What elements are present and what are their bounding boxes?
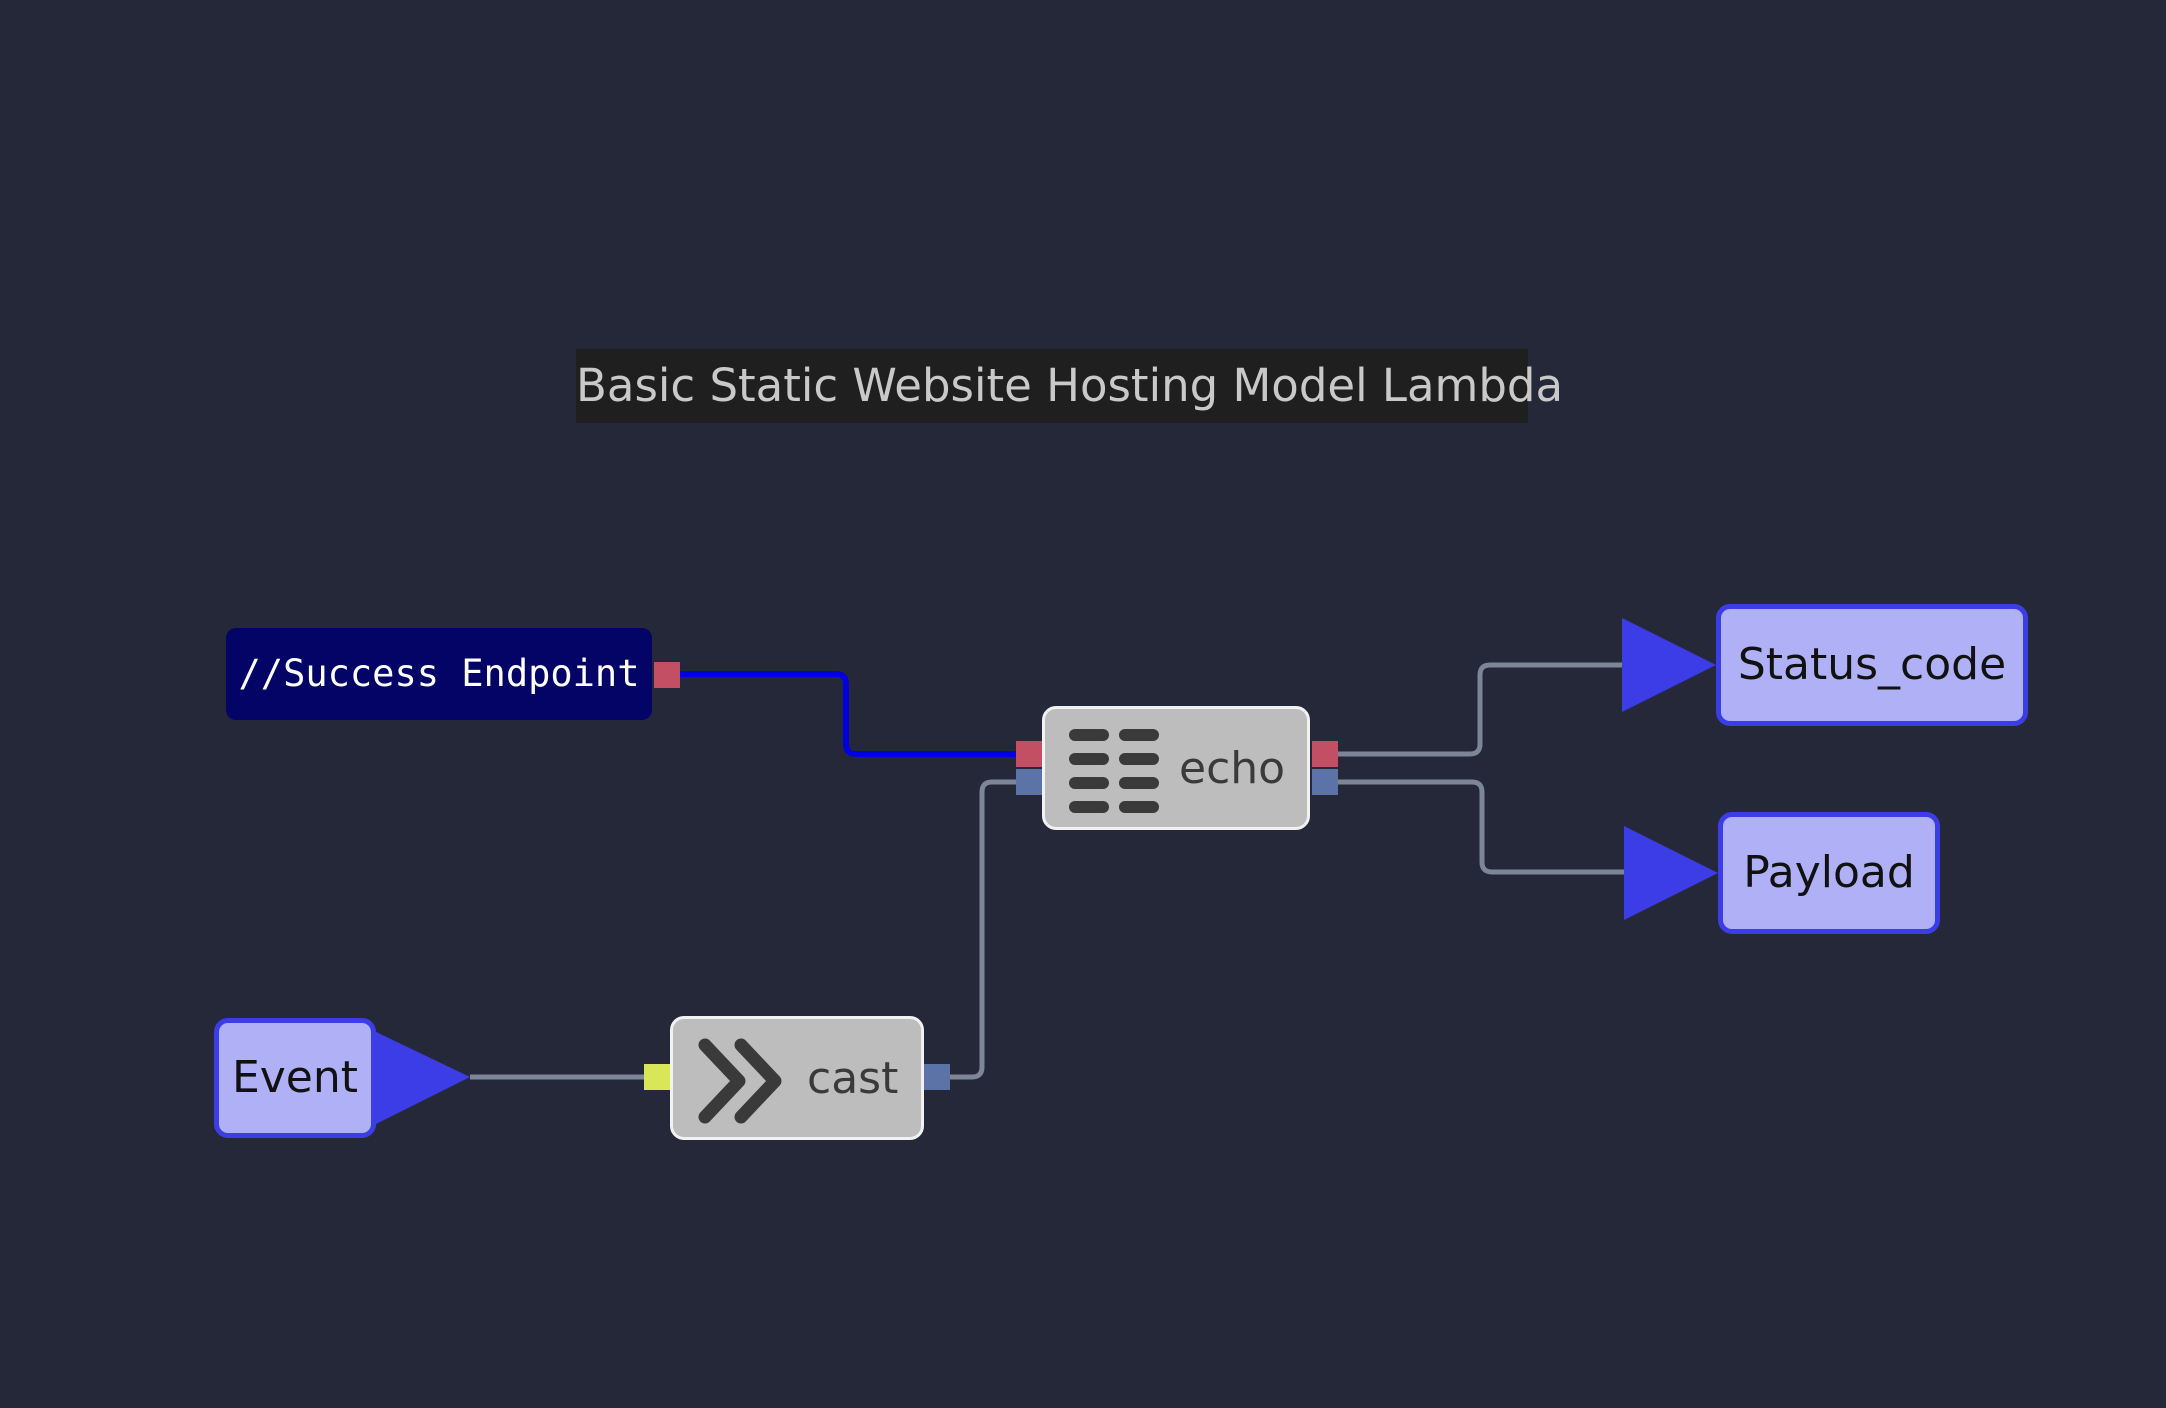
event-input-node[interactable]: Event bbox=[214, 1018, 376, 1138]
event-output-arrow-icon bbox=[372, 1030, 470, 1126]
echo-node-label: echo bbox=[1179, 743, 1286, 794]
echo-input-port-1[interactable] bbox=[1016, 741, 1042, 767]
wire-echo-to-payload bbox=[1338, 779, 1626, 875]
list-icon bbox=[1069, 729, 1159, 813]
cast-output-port[interactable] bbox=[924, 1064, 950, 1090]
comment-node-success-endpoint[interactable]: //Success Endpoint bbox=[226, 628, 652, 720]
status-code-input-arrow-icon bbox=[1622, 618, 1716, 712]
wire-success-to-echo bbox=[680, 671, 1016, 757]
double-chevron-right-icon bbox=[698, 1038, 782, 1124]
payload-output-node[interactable]: Payload bbox=[1718, 812, 1940, 934]
echo-output-port-2[interactable] bbox=[1312, 769, 1338, 795]
echo-node[interactable]: echo bbox=[1042, 706, 1310, 830]
wire-echo-to-status bbox=[1338, 662, 1624, 757]
cast-node[interactable]: cast bbox=[670, 1016, 924, 1140]
diagram-title: Basic Static Website Hosting Model Lambd… bbox=[576, 349, 1563, 423]
status-code-output-node[interactable]: Status_code bbox=[1716, 604, 2028, 726]
echo-input-port-2[interactable] bbox=[1016, 769, 1042, 795]
cast-input-port[interactable] bbox=[644, 1064, 670, 1090]
echo-output-port-1[interactable] bbox=[1312, 741, 1338, 767]
cast-node-label: cast bbox=[807, 1053, 899, 1104]
payload-input-arrow-icon bbox=[1624, 826, 1718, 920]
success-endpoint-output-port[interactable] bbox=[654, 662, 680, 688]
wire-cast-to-echo bbox=[950, 779, 1016, 1080]
